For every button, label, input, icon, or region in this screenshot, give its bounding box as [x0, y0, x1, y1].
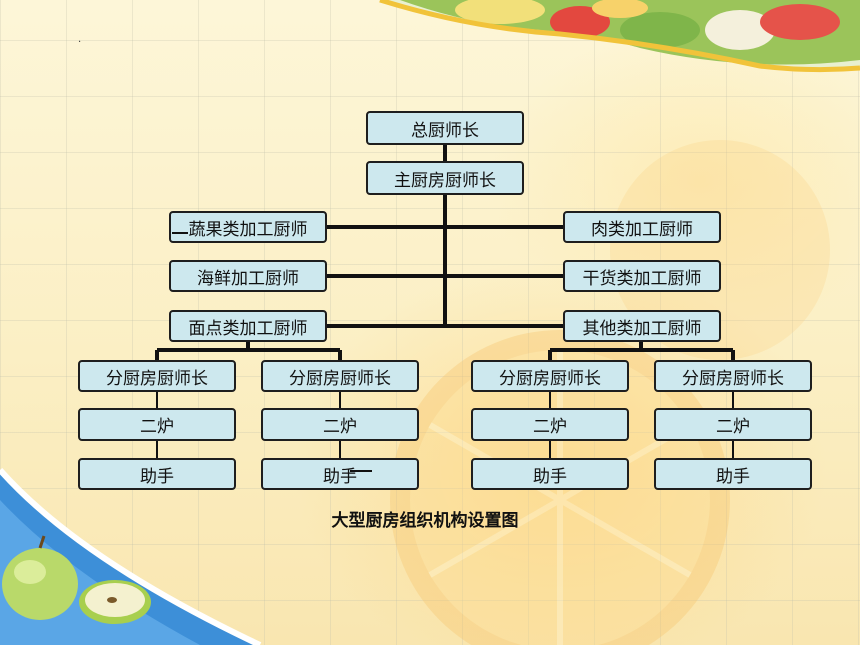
node-second-stove-2: 二炉	[261, 408, 419, 441]
node-seafood-chef: 海鲜加工厨师	[169, 260, 327, 292]
stray-mark-1	[172, 232, 188, 234]
node-assistant-3: 助手	[471, 458, 629, 490]
node-assistant-4: 助手	[654, 458, 812, 490]
node-meat-chef: 肉类加工厨师	[563, 211, 721, 243]
node-head-chef: 总厨师长	[366, 111, 524, 145]
node-sub-kitchen-chef-4: 分厨房厨师长	[654, 360, 812, 392]
node-second-stove-3: 二炉	[471, 408, 629, 441]
node-assistant-2: 助手	[261, 458, 419, 490]
node-sub-kitchen-chef-2: 分厨房厨师长	[261, 360, 419, 392]
node-pastry-chef: 面点类加工厨师	[169, 310, 327, 342]
node-main-kitchen-chef: 主厨房厨师长	[366, 161, 524, 195]
green-apple-illustration	[2, 535, 151, 624]
node-dry-goods-chef: 干货类加工厨师	[563, 260, 721, 292]
fruit-salad-photo	[379, 0, 860, 73]
node-sub-kitchen-chef-1: 分厨房厨师长	[78, 360, 236, 392]
node-assistant-1: 助手	[78, 458, 236, 490]
node-other-chef: 其他类加工厨师	[563, 310, 721, 342]
stray-dot: .	[78, 34, 82, 45]
node-vegetable-fruit-chef: 蔬果类加工厨师	[169, 211, 327, 243]
node-sub-kitchen-chef-3: 分厨房厨师长	[471, 360, 629, 392]
node-second-stove-1: 二炉	[78, 408, 236, 441]
node-second-stove-4: 二炉	[654, 408, 812, 441]
diagram-caption: 大型厨房组织机构设置图	[331, 511, 519, 531]
stray-mark-2	[350, 470, 372, 472]
